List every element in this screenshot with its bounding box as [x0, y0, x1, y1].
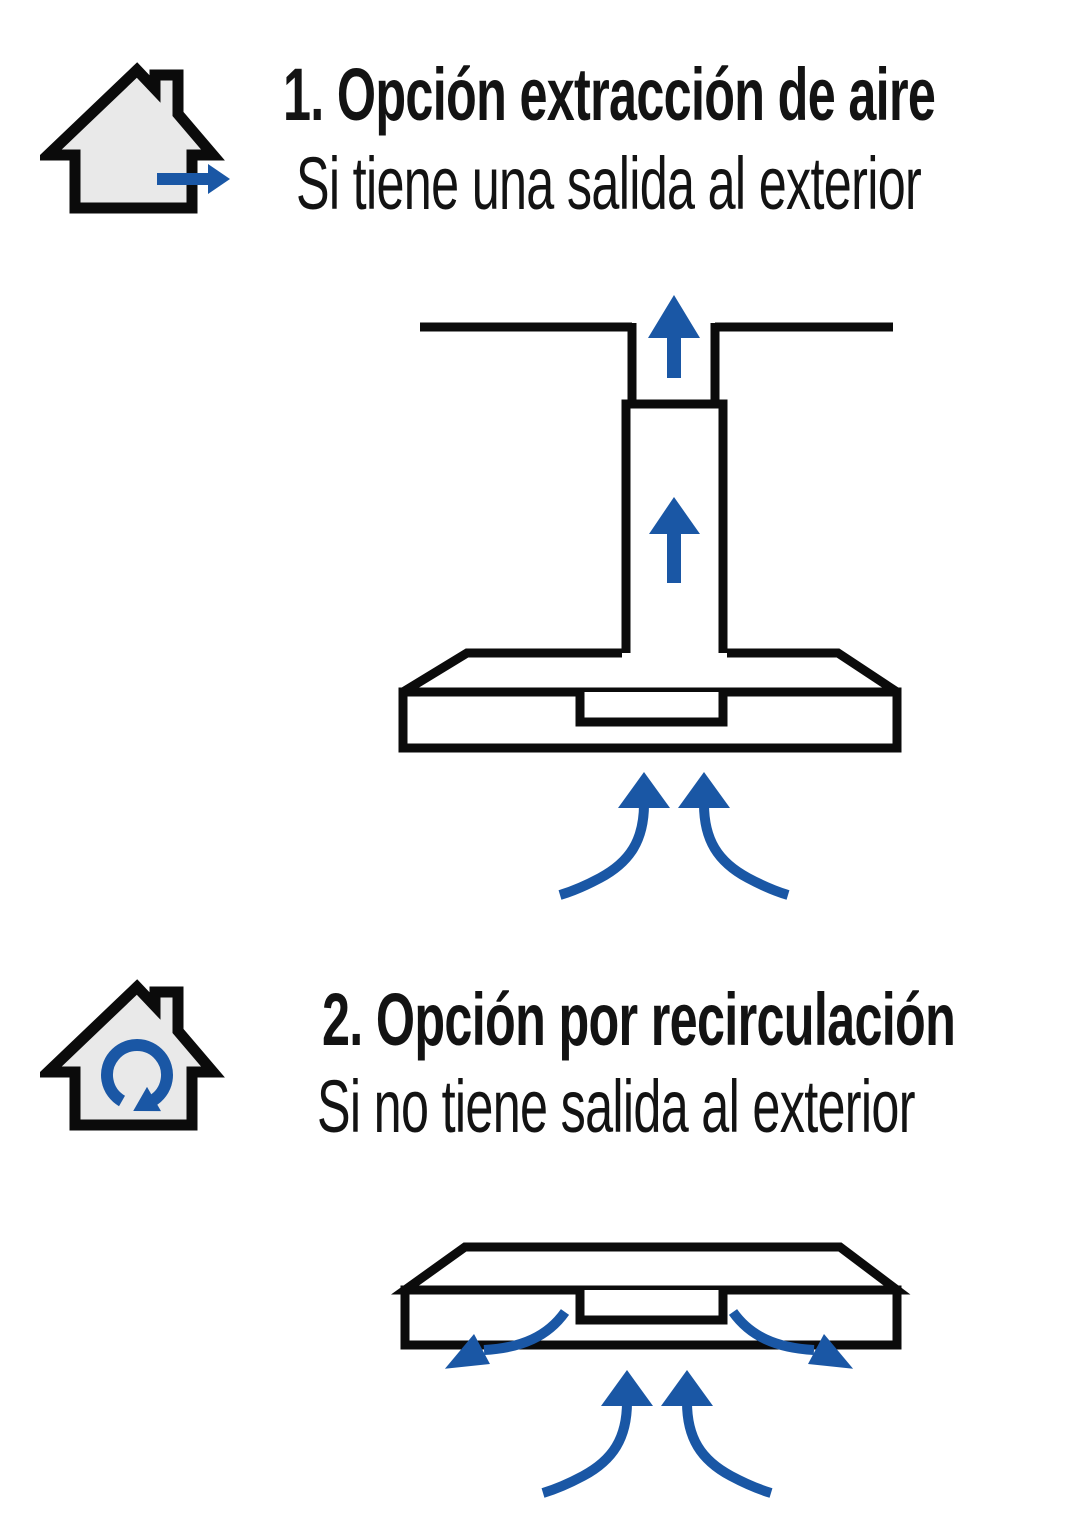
house-air-outlet-icon — [34, 62, 230, 214]
recirculation-hood-diagram — [380, 1230, 980, 1529]
intake-airflow-arrows — [558, 772, 790, 900]
chimney-up-arrow-icon — [649, 497, 700, 583]
duct-walls — [627, 323, 720, 400]
section-2-title: 2. Opción por recirculación — [322, 983, 1080, 1057]
hood-body — [398, 648, 902, 753]
recirculation-hood-svg — [390, 1242, 911, 1498]
air-out-arrow-icon — [157, 164, 230, 194]
house-recirculation-icon — [34, 979, 225, 1131]
recirculation-arrow-icon — [101, 1039, 173, 1107]
hood-filter-vent — [575, 692, 728, 727]
house-outline — [34, 979, 225, 1131]
recirculation-out-arrows — [444, 1308, 854, 1369]
section-2-title-text: 2. Opción por recirculación — [322, 978, 956, 1061]
extraction-hood-diagram — [380, 270, 980, 930]
section-2-icon-wrap — [34, 975, 240, 1145]
house-outline — [34, 62, 225, 214]
extraction-hood-svg — [398, 295, 902, 900]
section-1-subtitle-text: Si tiene una salida al exterior — [296, 142, 922, 225]
section-1-subtitle: Si tiene una salida al exterior — [296, 147, 1080, 221]
recirculation-arrowhead — [133, 1086, 161, 1112]
section-2-subtitle-text: Si no tiene salida al exterior — [317, 1065, 915, 1148]
section-1-icon-wrap — [34, 58, 240, 228]
section-2-subtitle: Si no tiene salida al exterior — [317, 1070, 1080, 1144]
exhaust-up-arrow-icon — [648, 295, 700, 378]
ceiling-line — [420, 322, 893, 400]
hood-body — [390, 1242, 911, 1350]
section-1-title: 1. Opción extracción de aire — [283, 58, 1080, 132]
hood-filter-vent — [575, 1290, 728, 1325]
intake-airflow-arrows — [541, 1370, 773, 1498]
section-1-title-text: 1. Opción extracción de aire — [283, 53, 936, 136]
